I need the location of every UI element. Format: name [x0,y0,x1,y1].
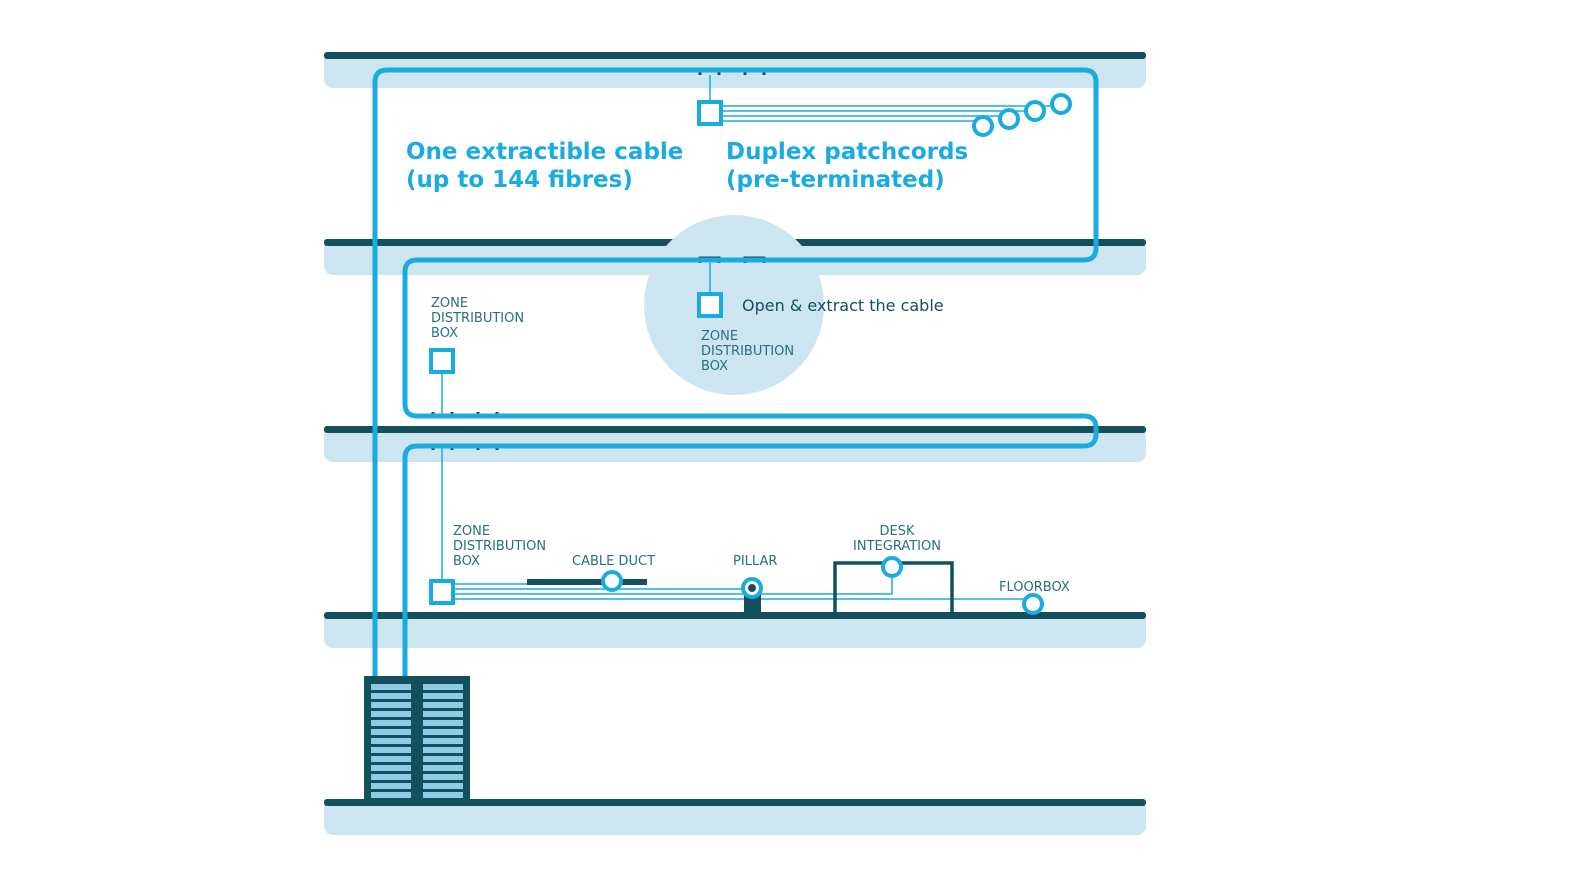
zone-box-b-label-line3: BOX [701,359,728,374]
patchcord-ring-1 [972,115,994,137]
rack-slot [371,747,411,753]
zone-box-a-label-line1: ZONE [431,296,468,311]
patchcord-ring-4 [1050,93,1072,115]
rack-slot [423,693,463,699]
cable-duct-label: CABLE DUCT [572,554,655,569]
desk-integration-label-line2: INTEGRATION [853,539,941,554]
rack-slot [371,783,411,789]
rack-slot [423,792,463,798]
rack-slot [371,756,411,762]
zone-box-top [697,100,723,126]
rack-slot [423,774,463,780]
zone-box-a-label-line3: BOX [431,326,458,341]
zone-box-bubble [697,292,723,318]
patchcords-label-line2: (pre-terminated) [726,167,945,193]
outlets [601,93,1072,615]
floor-slab-4 [324,612,1146,648]
zone-box-b-label-line1: ZONE [701,329,738,344]
rack-slot [371,729,411,735]
rack-slot [423,711,463,717]
floorbox-label: FLOORBOX [999,580,1070,595]
rack-slot [371,693,411,699]
rack-slot [371,702,411,708]
cable-duct [527,579,647,585]
rack-slot [371,774,411,780]
rack-slot [423,783,463,789]
desk-integration-label-line1: DESK [879,524,914,539]
extractible-cable [372,67,1099,676]
rack-slot [371,738,411,744]
rack-slot [423,738,463,744]
extractible-cable-label-line1: One extractible cable [406,139,683,165]
zone-box-b-label-line2: DISTRIBUTION [701,344,794,359]
rack-slot [371,711,411,717]
rack-slot [423,702,463,708]
zone-box-bottom [429,579,455,605]
open-extract-label: Open & extract the cable [742,296,944,315]
zone-box-c-label-line3: BOX [453,554,480,569]
rack-slot [423,729,463,735]
rack-slot [371,792,411,798]
rack-slots [371,684,463,798]
floorbox-outlet [1022,593,1044,615]
rack-slot [371,765,411,771]
pillar-label: PILLAR [733,554,777,569]
floor-slab-5 [324,799,1146,835]
rack-slot [423,684,463,690]
rack-slot [423,747,463,753]
zone-box-c-label-line1: ZONE [453,524,490,539]
rack-slot [423,765,463,771]
rack-slot [423,720,463,726]
desk-outlet [881,556,903,578]
zone-box-c-label-line2: DISTRIBUTION [453,539,546,554]
fibre-lines [441,75,1050,600]
patchcord-ring-2 [998,108,1020,130]
patchcord-ring-3 [1024,100,1046,122]
rack-slot [423,756,463,762]
extractible-cable-label-line2: (up to 144 fibres) [406,167,633,193]
zone-box-a-label-line2: DISTRIBUTION [431,311,524,326]
labels: One extractible cable (up to 144 fibres)… [406,139,1070,595]
patchcords-label-line1: Duplex patchcords [726,139,968,165]
fibre-rack [364,676,470,803]
rack-slot [371,684,411,690]
pillar-outlet-core [748,584,756,592]
rack-slot [371,720,411,726]
cable-duct-outlet [601,570,623,592]
zone-box-left [429,348,455,374]
